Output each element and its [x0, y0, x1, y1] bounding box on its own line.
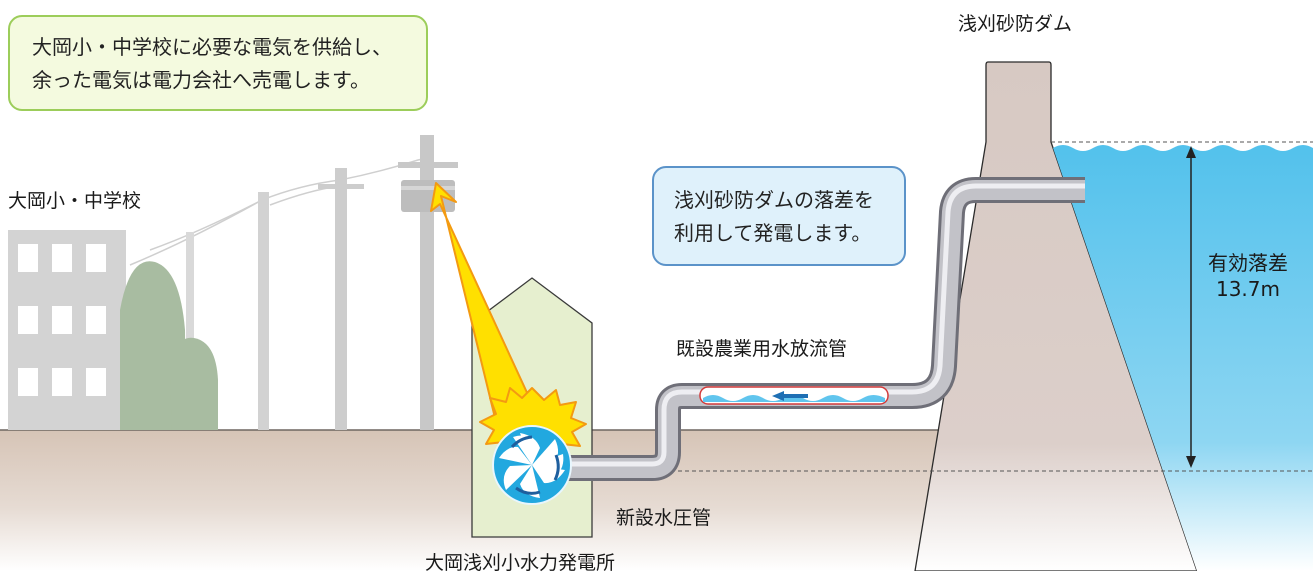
- dam-label: 浅刈砂防ダム: [958, 13, 1073, 35]
- turbine: [492, 425, 572, 505]
- trees: [120, 261, 218, 430]
- supply-callout-line2: 余った電気は電力会社へ売電します。: [32, 68, 370, 92]
- head-callout-line2: 利用して発電します。: [674, 221, 872, 245]
- school-label: 大岡小・中学校: [8, 190, 142, 212]
- pole-transformer-band: [401, 186, 455, 190]
- effective-head-arrow: [1186, 146, 1196, 468]
- head-callout-line1: 浅刈砂防ダムの落差を: [674, 188, 874, 212]
- power-station-label: 大岡浅刈小水力発電所: [425, 552, 616, 574]
- supply-callout: 大岡小・中学校に必要な電気を供給し、 余った電気は電力会社へ売電します。: [8, 15, 428, 111]
- effective-head-title: 有効落差: [1208, 251, 1288, 275]
- pole: [186, 232, 194, 430]
- utility-poles: [186, 135, 458, 430]
- pole-crossarm: [398, 162, 458, 168]
- effective-head-value: 13.7m: [1215, 277, 1280, 301]
- school-building: [8, 230, 126, 430]
- electricity-beam: [430, 182, 536, 423]
- reservoir-water: [1051, 142, 1313, 571]
- power-lines: [129, 158, 433, 266]
- rotation-arrows: [510, 435, 560, 495]
- effective-head-label: 有効落差 13.7m: [1208, 250, 1288, 302]
- pole: [258, 192, 269, 430]
- flow-arrow: [772, 391, 808, 401]
- pole-crossarm: [318, 184, 364, 189]
- supply-callout-line1: 大岡小・中学校に必要な電気を供給し、: [32, 35, 392, 59]
- penstock-label: 新設水圧管: [616, 507, 712, 529]
- canal-pipe-label: 既設農業用水放流管: [676, 338, 848, 360]
- canal-water-window: [699, 386, 889, 405]
- pole: [335, 168, 347, 430]
- pole: [420, 135, 434, 430]
- head-callout: 浅刈砂防ダムの落差を 利用して発電します。: [652, 166, 906, 266]
